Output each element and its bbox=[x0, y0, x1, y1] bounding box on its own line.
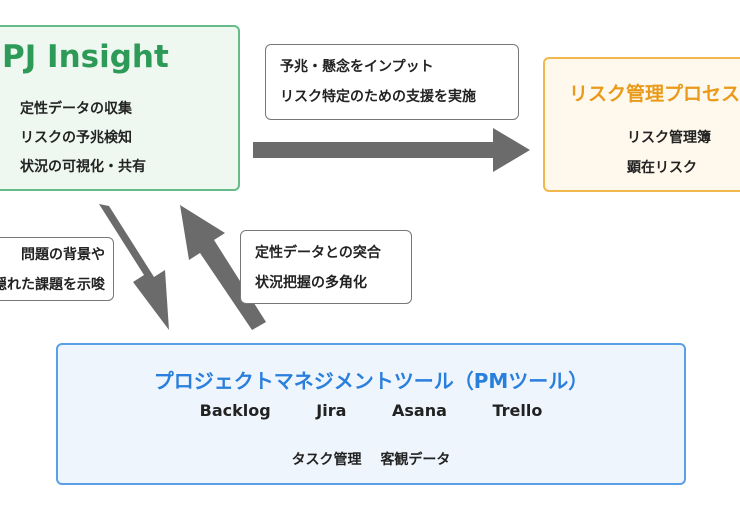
risk-process-item: リスク管理簿 bbox=[627, 130, 711, 146]
label-line: 問題の背景や bbox=[21, 247, 105, 263]
arrow-pj-to-risk bbox=[253, 128, 530, 172]
risk-process-items: リスク管理簿 顕在リスク bbox=[627, 123, 711, 183]
tool-jira: Jira bbox=[316, 401, 347, 420]
label-line: 隠れた課題を示唆 bbox=[0, 277, 105, 293]
pj-insight-title: PJ Insight bbox=[2, 39, 169, 75]
pj-insight-item: 状況の可視化・共有 bbox=[20, 159, 146, 175]
label-to-risk: 予兆・懸念をインプット リスク特定のための支援を実施 bbox=[265, 44, 519, 120]
label-line: リスク特定のための支援を実施 bbox=[280, 89, 476, 105]
label-to-pm: 問題の背景や 隠れた課題を示唆 bbox=[0, 237, 114, 301]
tool-asana: Asana bbox=[392, 401, 447, 420]
risk-process-item: 顕在リスク bbox=[627, 160, 697, 176]
label-line: 状況把握の多角化 bbox=[255, 275, 367, 291]
risk-process-box: リスク管理プロセス リスク管理簿 顕在リスク bbox=[543, 57, 740, 192]
pm-tools-box: プロジェクトマネジメントツール（PMツール） Backlog Jira Asan… bbox=[56, 343, 686, 485]
label-line: 予兆・懸念をインプット bbox=[280, 59, 434, 75]
pj-insight-item: 定性データの収集 bbox=[20, 101, 132, 117]
pm-tools-list: Backlog Jira Asana Trello bbox=[58, 401, 684, 420]
pm-data-list: タスク管理 客観データ bbox=[58, 449, 684, 469]
pm-data-item: 客観データ bbox=[380, 452, 451, 468]
pm-data-item: タスク管理 bbox=[291, 452, 362, 468]
tool-trello: Trello bbox=[492, 401, 543, 420]
label-from-pm: 定性データとの突合 状況把握の多角化 bbox=[240, 230, 412, 304]
pj-insight-items: 定性データの収集 リスクの予兆検知 状況の可視化・共有 bbox=[20, 95, 146, 182]
pm-tools-title: プロジェクトマネジメントツール（PMツール） bbox=[153, 369, 589, 393]
risk-process-title: リスク管理プロセス bbox=[569, 83, 740, 105]
pj-insight-box: PJ Insight 定性データの収集 リスクの予兆検知 状況の可視化・共有 bbox=[0, 25, 240, 191]
pj-insight-item: リスクの予兆検知 bbox=[20, 130, 132, 146]
tool-backlog: Backlog bbox=[199, 401, 271, 420]
arrow-pj-to-pm bbox=[99, 204, 169, 330]
label-line: 定性データとの突合 bbox=[255, 245, 381, 261]
